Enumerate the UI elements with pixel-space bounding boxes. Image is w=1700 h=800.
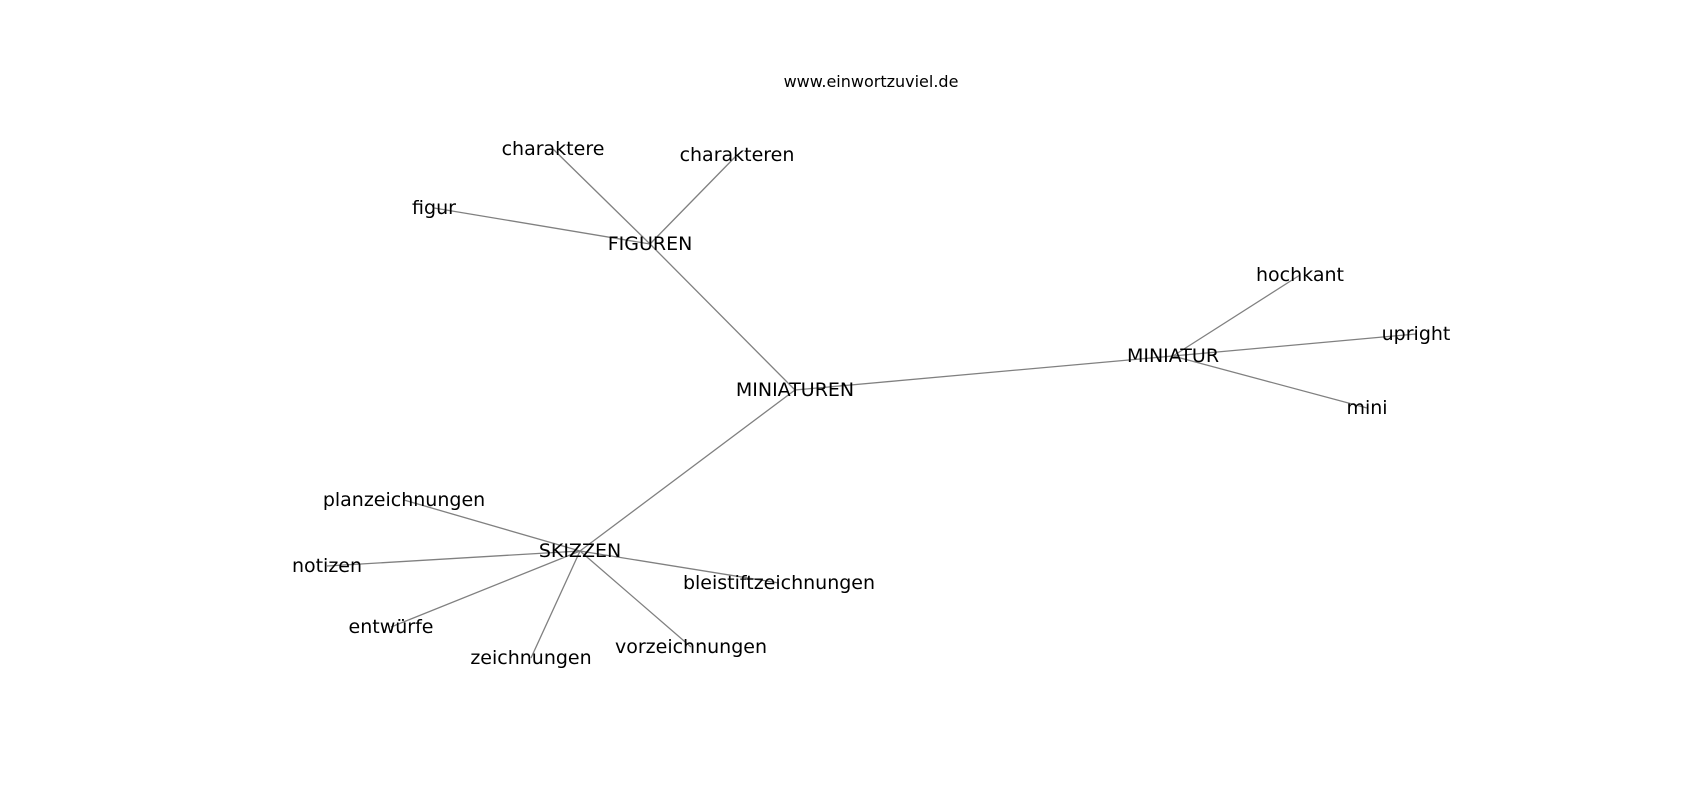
edge-skizzen-zeichnungen xyxy=(530,550,581,659)
edge-miniatur-upright xyxy=(1172,333,1417,357)
node-miniatur: MINIATUR xyxy=(1127,345,1219,367)
node-miniaturen: MINIATUREN xyxy=(736,379,854,401)
edge-miniaturen-figuren xyxy=(649,243,796,391)
edge-layer xyxy=(326,148,1417,659)
edge-skizzen-planzeichnungen xyxy=(403,499,581,552)
node-charakteren: charakteren xyxy=(680,144,795,166)
edge-figuren-charaktere xyxy=(552,148,651,245)
edge-miniatur-hochkant xyxy=(1172,274,1301,357)
node-notizen: notizen xyxy=(292,555,362,577)
edge-figuren-charakteren xyxy=(649,154,738,245)
node-vorzeichnungen: vorzeichnungen xyxy=(615,636,767,658)
edge-skizzen-entwuerfe xyxy=(390,550,581,628)
edge-figuren-figur xyxy=(433,207,651,245)
node-zeichnungen: zeichnungen xyxy=(470,647,591,669)
node-hochkant: hochkant xyxy=(1256,264,1344,286)
edge-skizzen-notizen xyxy=(326,550,581,567)
node-bleistiftzeichnungen: bleistiftzeichnungen xyxy=(683,572,875,594)
edge-miniaturen-skizzen xyxy=(579,389,796,552)
node-mini: mini xyxy=(1346,397,1387,419)
node-figur: figur xyxy=(412,197,456,219)
node-charaktere: charaktere xyxy=(502,138,605,160)
edge-skizzen-bleistiftzeichnungen xyxy=(579,550,780,584)
node-layer: MINIATUREN FIGUREN MINIATUR SKIZZEN charakte… xyxy=(292,138,1450,669)
node-skizzen: SKIZZEN xyxy=(539,540,621,562)
node-entwuerfe: entwürfe xyxy=(349,616,434,638)
edge-skizzen-vorzeichnungen xyxy=(579,550,692,648)
source-text: www.einwortzuviel.de xyxy=(783,72,959,91)
edge-miniaturen-miniatur xyxy=(794,355,1174,391)
edge-miniatur-mini xyxy=(1172,355,1368,409)
node-planzeichnungen: planzeichnungen xyxy=(323,489,485,511)
node-upright: upright xyxy=(1382,323,1451,345)
node-figuren: FIGUREN xyxy=(608,233,693,255)
